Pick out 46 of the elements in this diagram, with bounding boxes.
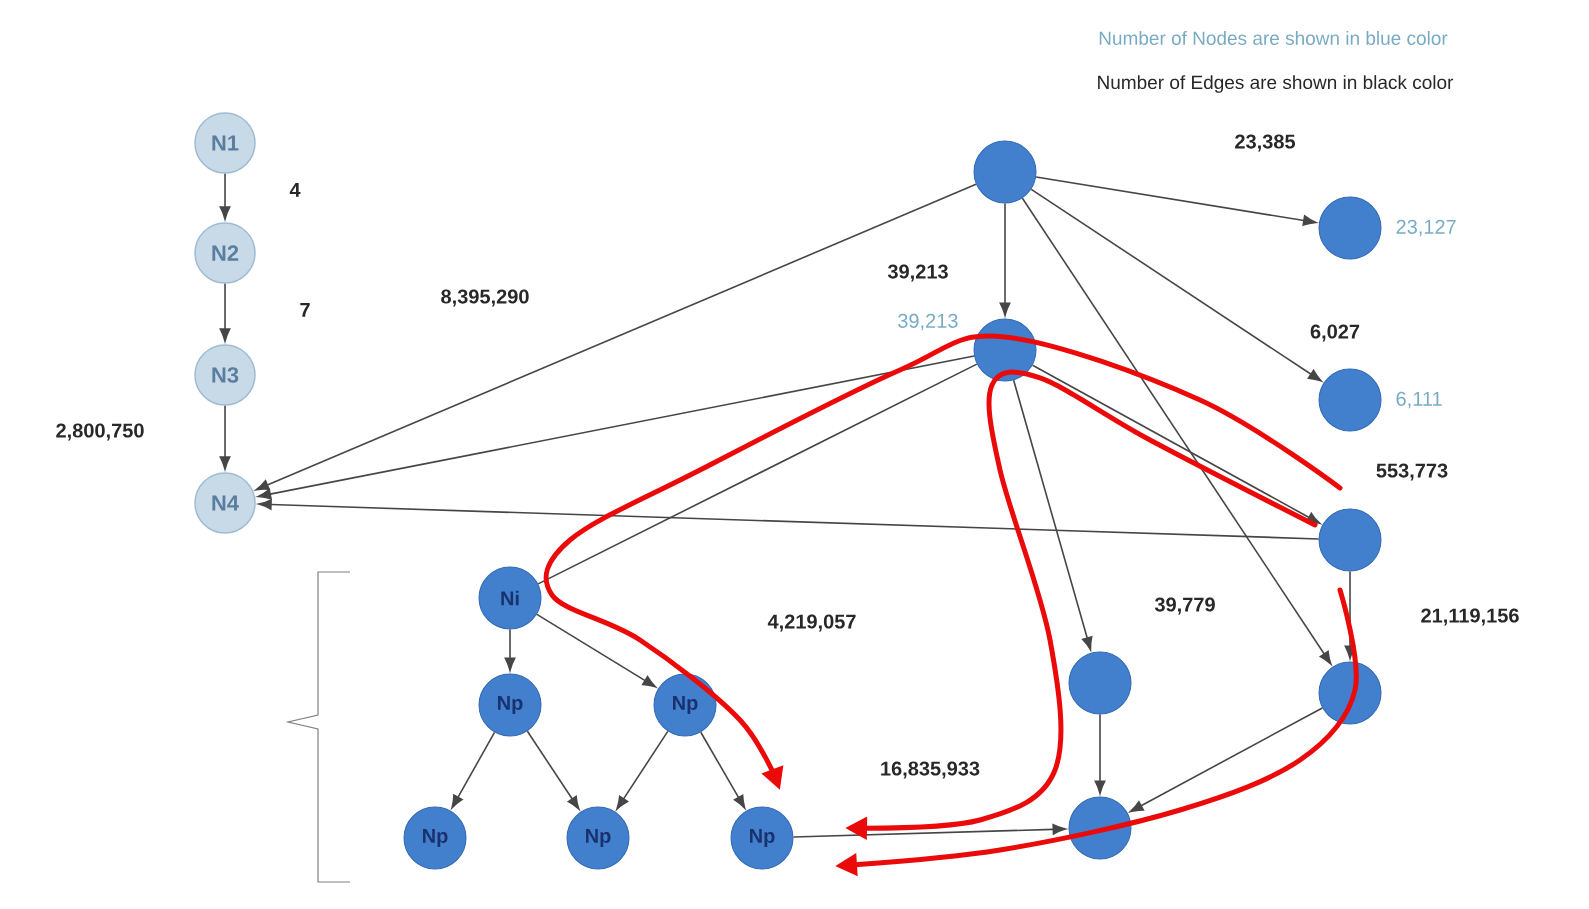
arrow (504, 628, 516, 671)
edge-label: 21,119,156 (1421, 608, 1519, 626)
node-circle (1068, 651, 1132, 715)
edge-label: 39,213 (887, 264, 948, 282)
note-text: Number of Edges are shown in black color (1094, 73, 1456, 95)
edge-label: 23,385 (1235, 134, 1296, 152)
edge-label: 7 (300, 303, 310, 317)
node-circle (1318, 508, 1382, 572)
arrow (1030, 188, 1322, 382)
edge-label: 6,027 (1310, 324, 1360, 342)
node-circle (973, 140, 1037, 204)
arrow (255, 183, 977, 491)
note-text: 16,835,933 (877, 759, 983, 781)
node-count: 6,111 (1396, 391, 1442, 409)
edge-label: 553,773 (1376, 463, 1448, 481)
node-count: 39,213 (898, 313, 958, 331)
edge-label: 2,800,750 (56, 423, 144, 441)
note-text: Number of Nodes are shown in blue color (1096, 29, 1450, 47)
node-circle (1068, 796, 1132, 860)
arrow (1094, 713, 1106, 794)
arrow (700, 731, 746, 809)
arrow (1031, 364, 1321, 524)
arrow (219, 282, 231, 342)
node-count: 23,127 (1396, 219, 1456, 237)
arrow (526, 730, 580, 810)
node-circle (1318, 196, 1382, 260)
arrow (999, 202, 1011, 316)
arrow (219, 404, 231, 470)
edge-label: 39,779 (1154, 597, 1215, 615)
arrow (616, 730, 669, 810)
arrow (1129, 707, 1324, 813)
arrow (451, 731, 496, 809)
arrow (536, 613, 657, 688)
arrow (792, 823, 1067, 838)
note-text: 4,219,057 (765, 612, 859, 634)
node-circle (1318, 661, 1382, 725)
arrow (1035, 176, 1317, 226)
node-circle (1318, 368, 1382, 432)
node-circle (973, 318, 1037, 382)
arrow (219, 172, 231, 220)
arrow (257, 355, 975, 500)
arrow (258, 499, 1320, 540)
note-text: 8,395,290 (438, 287, 532, 309)
edge-label: 4 (289, 183, 301, 197)
arrow (1021, 197, 1332, 665)
arrow (1012, 379, 1093, 651)
